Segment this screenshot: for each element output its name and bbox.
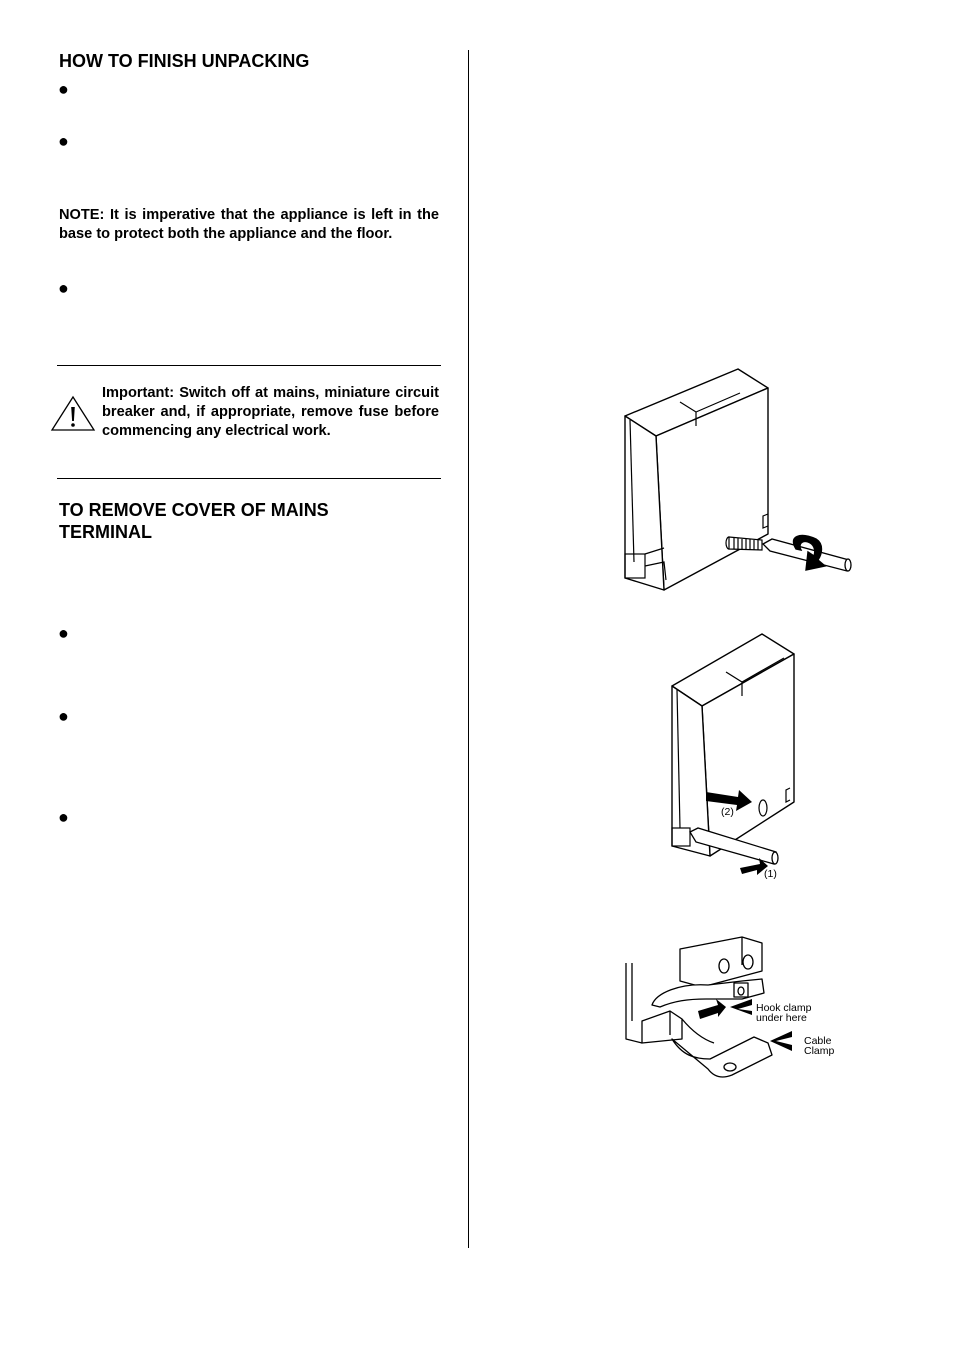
figure-cable-clamp	[625, 936, 792, 1078]
bullet-2: ●	[58, 131, 69, 151]
figure-terminal-cover-screw	[624, 368, 852, 591]
bullet-1: ●	[58, 79, 69, 99]
heading-remove-cover-line1: TO REMOVE COVER OF MAINS	[59, 500, 329, 520]
label-step-1: (1)	[764, 868, 777, 880]
figure-cover-removal	[671, 633, 795, 875]
bullet-4: ●	[58, 623, 69, 643]
label-step-2: (2)	[721, 806, 734, 818]
bullet-3: ●	[58, 278, 69, 298]
label-cable-clamp-line1: Cable	[804, 1035, 832, 1047]
label-cable-clamp-line2: Clamp	[804, 1045, 835, 1057]
bullet-5: ●	[58, 706, 69, 726]
important-warning-text: Important: Switch off at mains, miniatur…	[102, 385, 439, 439]
rule-bottom	[57, 478, 441, 479]
label-hook-clamp-line2: under here	[756, 1012, 807, 1024]
bullet-6: ●	[58, 807, 69, 827]
column-divider	[468, 50, 469, 1248]
warning-triangle-icon	[50, 395, 96, 431]
heading-finish-unpacking: HOW TO FINISH UNPACKING	[59, 51, 310, 71]
heading-remove-cover-line2: TERMINAL	[59, 522, 152, 542]
rule-top	[57, 365, 441, 366]
note-paragraph: NOTE: It is imperative that the applianc…	[59, 207, 439, 242]
label-hook-clamp-line1: Hook clamp	[756, 1002, 812, 1014]
